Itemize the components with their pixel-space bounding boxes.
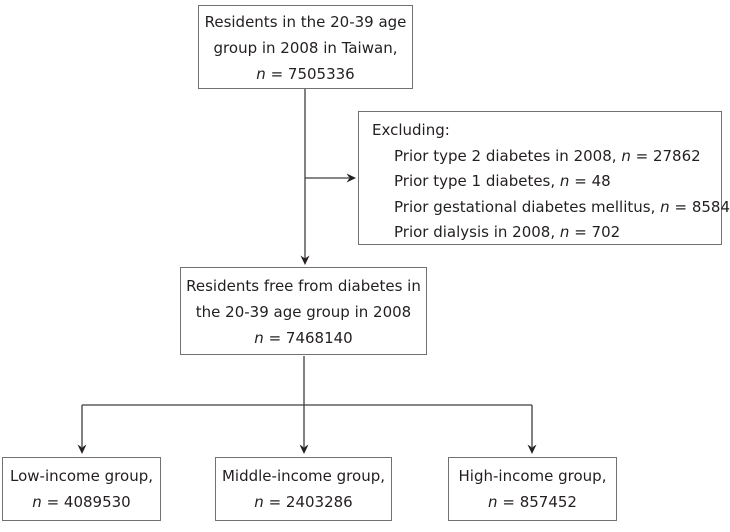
exclusion-item: Prior type 1 diabetes, n = 48: [372, 169, 717, 195]
n-number: 2403286: [285, 493, 353, 511]
box-middle-income-group: Middle-income group, n = 2403286: [215, 457, 392, 521]
equals-sign: =: [635, 146, 649, 165]
equals-sign: =: [270, 65, 284, 83]
box-text-line: Middle-income group,: [221, 467, 385, 485]
n-symbol: n: [559, 172, 570, 190]
n-number: 27862: [652, 146, 701, 165]
exclusion-item: Prior gestational diabetes mellitus, n =…: [372, 195, 730, 221]
exclusion-text: Prior dialysis in 2008,: [394, 223, 556, 241]
n-number: 857452: [519, 493, 577, 511]
box-diabetes-free: Residents free from diabetes in the 20-3…: [180, 267, 427, 355]
arrowhead-right-to-exclusions-icon: [346, 173, 356, 183]
box-n-row: n = 857452: [449, 489, 616, 515]
equals-sign: =: [574, 223, 587, 241]
box-text-line: Residents free from diabetes in: [186, 277, 421, 295]
arrowhead-down-to-middle-icon: [300, 255, 310, 265]
box-n-row: n = 7468140: [181, 325, 426, 351]
box-n-row: n = 4089530: [3, 489, 160, 515]
n-symbol: n: [256, 65, 266, 83]
n-number: 7505336: [287, 65, 355, 83]
arrowhead-down-to-mid-group-icon: [299, 444, 309, 454]
exclusion-text: Prior gestational diabetes mellitus,: [394, 197, 656, 216]
exclusions-title: Excluding:: [372, 121, 450, 139]
box-n-row: n = 7505336: [199, 61, 412, 87]
exclusion-item: Prior dialysis in 2008, n = 702: [372, 220, 717, 246]
equals-sign: =: [574, 172, 587, 190]
n-symbol: n: [254, 493, 264, 511]
n-symbol: n: [254, 329, 264, 347]
n-number: 4089530: [63, 493, 131, 511]
box-text-line: High-income group,: [458, 467, 607, 485]
n-number: 8584: [691, 197, 730, 216]
box-high-income-group: High-income group, n = 857452: [448, 457, 617, 521]
box-n-row: n = 2403286: [216, 489, 391, 515]
n-symbol: n: [488, 493, 498, 511]
n-number: 48: [591, 172, 611, 190]
box-text-line: group in 2008 in Taiwan,: [213, 39, 398, 57]
equals-sign: =: [46, 493, 60, 511]
n-number: 7468140: [285, 329, 353, 347]
equals-sign: =: [268, 493, 282, 511]
exclusion-text: Prior type 1 diabetes,: [394, 172, 556, 190]
equals-sign: =: [674, 197, 688, 216]
n-symbol: n: [32, 493, 42, 511]
n-symbol: n: [621, 146, 631, 165]
box-text-line: Low-income group,: [10, 467, 153, 485]
exclusion-item: Prior type 2 diabetes in 2008, n = 27862: [372, 144, 717, 170]
arrowhead-down-to-high-group-icon: [527, 444, 537, 454]
n-number: 702: [591, 223, 621, 241]
box-exclusions: Excluding: Prior type 2 diabetes in 2008…: [358, 111, 730, 246]
box-text-line: Residents in the 20-39 age: [204, 13, 407, 31]
box-total-population: Residents in the 20-39 age group in 2008…: [198, 5, 413, 89]
equals-sign: =: [502, 493, 515, 511]
n-symbol: n: [559, 223, 570, 241]
exclusion-text: Prior type 2 diabetes in 2008,: [394, 146, 617, 165]
arrowhead-down-to-low-group-icon: [77, 444, 87, 454]
box-low-income-group: Low-income group, n = 4089530: [2, 457, 161, 521]
box-text-line: the 20-39 age group in 2008: [195, 303, 412, 321]
n-symbol: n: [660, 197, 670, 216]
equals-sign: =: [268, 329, 282, 347]
